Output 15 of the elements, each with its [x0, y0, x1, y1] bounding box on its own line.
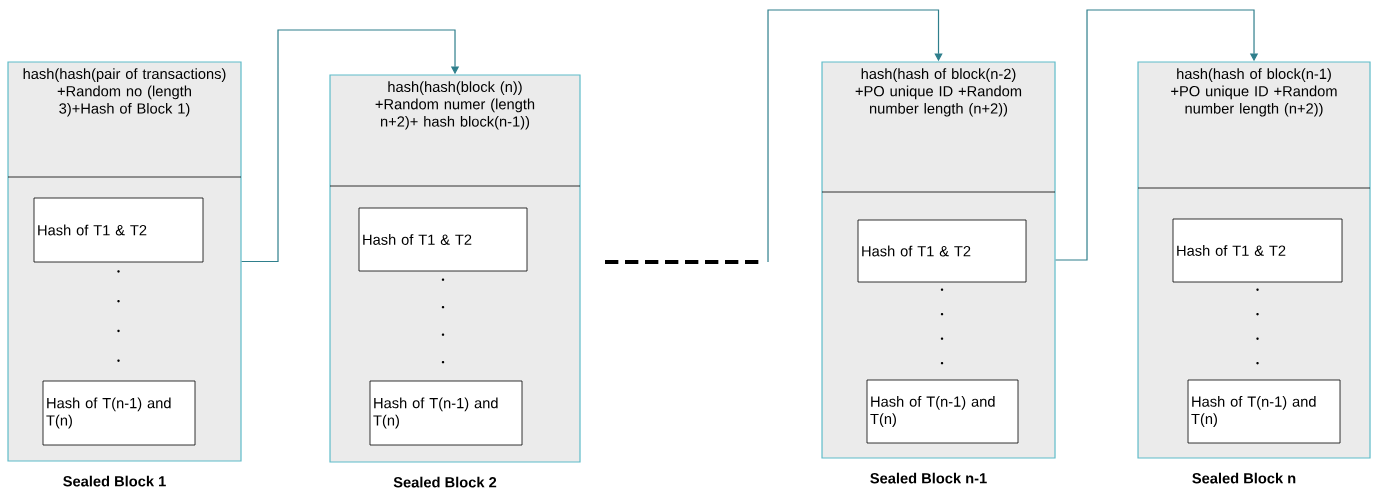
connector-arrow	[767, 9, 943, 263]
block-caption: Sealed Block 2	[393, 476, 497, 488]
transaction-box: Hash of T1 & T2	[33, 197, 204, 263]
transaction-box: Hash of T(n-1) and T(n)	[1187, 379, 1341, 444]
connector-arrow	[241, 29, 460, 263]
connector-arrow	[1055, 9, 1259, 261]
block-caption: Sealed Block n-1	[870, 472, 987, 484]
transaction-box: Hash of T1 & T2	[358, 207, 528, 272]
transaction-box: Hash of T(n-1) and T(n)	[369, 380, 523, 446]
block-caption: Sealed Block 1	[63, 475, 166, 487]
transaction-box: Hash of T(n-1) and T(n)	[42, 380, 196, 446]
block-caption: Sealed Block n	[1192, 472, 1296, 484]
transaction-box: Hash of T(n-1) and T(n)	[866, 379, 1019, 444]
transaction-box: Hash of T1 & T2	[1172, 218, 1343, 283]
transaction-box: Hash of T1 & T2	[857, 219, 1027, 283]
